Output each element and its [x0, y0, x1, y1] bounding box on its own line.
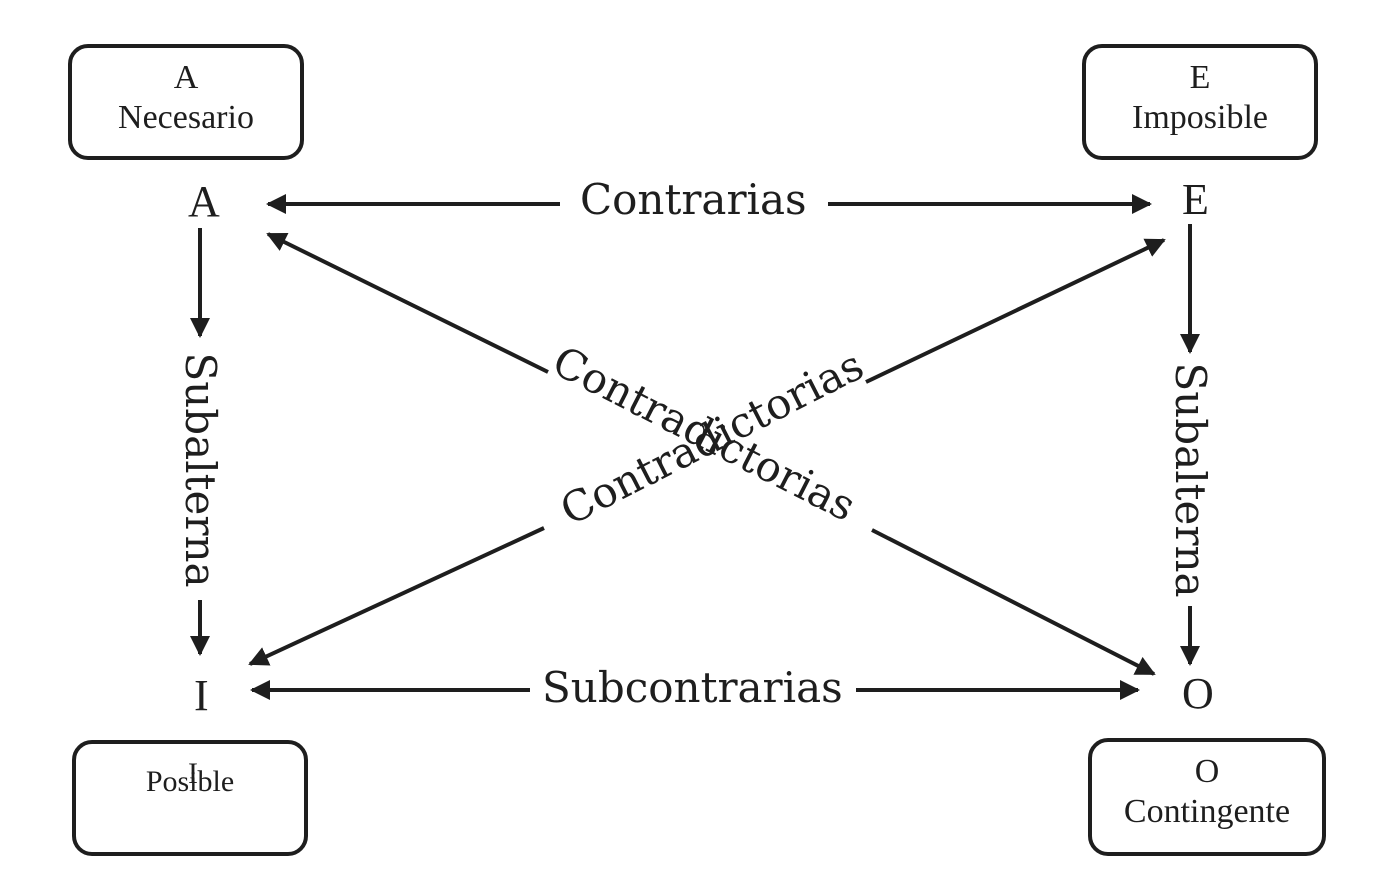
corner-a-label: A — [188, 177, 220, 226]
box-o-letter: O — [1194, 753, 1220, 790]
contradictorias-a-arrow — [266, 232, 549, 374]
box-posible: I Posible — [72, 740, 308, 856]
corner-e-label: E — [1182, 175, 1209, 224]
subcontrarias-label: Subcontrarias — [542, 663, 843, 712]
corner-o-label: O — [1182, 669, 1214, 718]
box-necesario: A Necesario — [68, 44, 304, 160]
box-a-modality: Necesario — [118, 99, 254, 136]
corner-i-label: I — [194, 671, 209, 720]
contradictorias-i-arrow — [248, 526, 545, 666]
box-contingente: O Contingente — [1088, 738, 1326, 856]
box-e-modality: Imposible — [1132, 99, 1268, 136]
contradictorias-o-arrow — [871, 528, 1156, 676]
subalterna-right-label: Subalterna — [1166, 362, 1215, 598]
box-o-modality: Contingente — [1123, 793, 1291, 830]
subalterna-left-label: Subalterna — [176, 352, 225, 588]
contrarias-label: Contrarias — [580, 175, 807, 224]
box-imposible: E Imposible — [1082, 44, 1318, 160]
box-i-letter: I — [188, 757, 198, 790]
contradictorias-e-arrow — [865, 238, 1166, 384]
box-e-letter: E — [1189, 59, 1211, 96]
box-i-modality: Posible — [145, 765, 235, 798]
box-a-letter: A — [173, 59, 199, 96]
